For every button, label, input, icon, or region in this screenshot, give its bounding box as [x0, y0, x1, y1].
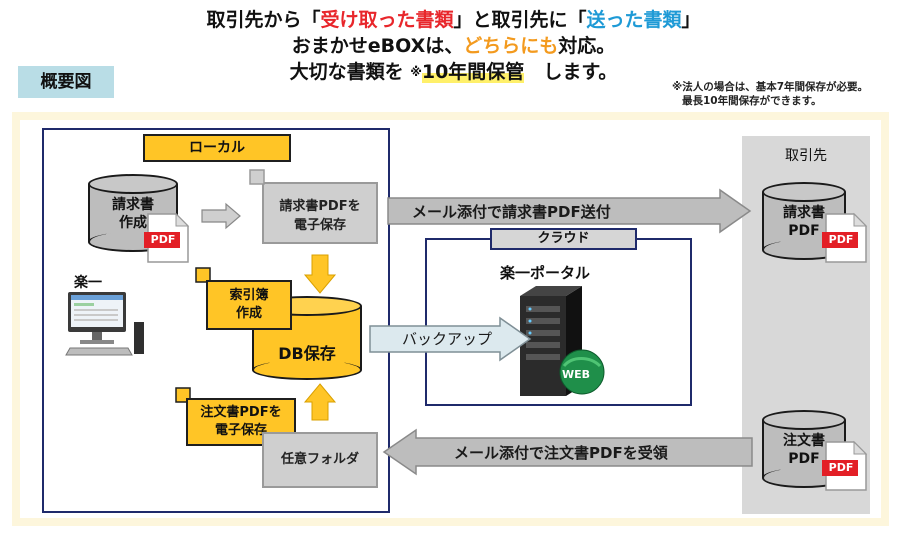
send-arrow	[387, 188, 752, 234]
app-name: 楽一	[74, 275, 102, 291]
server-icon	[520, 286, 605, 396]
headline-2: おまかせeBOXは、どちらにも対応。	[291, 35, 616, 57]
pc-icon	[65, 292, 144, 356]
invoice-pdf-save-box: 請求書PDFを 電子保存	[262, 182, 378, 244]
portal-name: 楽一ポータル	[500, 264, 591, 282]
arrow-to-db	[303, 254, 337, 294]
backup-arrow	[369, 316, 532, 362]
footnote: ※法人の場合は、基本7年間保存が必要。 最長10年間保存ができます。	[672, 81, 869, 107]
headline-3: 大切な書類を ※10年間保管 します。	[289, 61, 618, 83]
corner-tab	[195, 267, 211, 283]
pdf-label: PDF	[150, 233, 176, 246]
pdf-icon	[822, 440, 868, 491]
pdf-icon	[822, 212, 868, 263]
send-arrow-label: メール添付で請求書PDF送付	[412, 203, 611, 221]
arrow-from-folder	[303, 383, 337, 421]
backup-arrow-label: バックアップ	[402, 330, 493, 348]
partner-title: 取引先	[785, 148, 827, 164]
folder-box: 任意フォルダ	[262, 432, 378, 488]
arrow-to-pdf-save	[201, 202, 241, 230]
pdf-label: PDF	[828, 461, 854, 474]
pdf-label: PDF	[828, 233, 854, 246]
cloud-title: クラウド	[490, 228, 637, 250]
corner-tab	[249, 169, 265, 185]
headline-1: 取引先から「受け取った書類」と取引先に「送った書類」	[206, 9, 701, 31]
local-title: ローカル	[143, 134, 291, 162]
section-label: 概要図	[18, 66, 114, 98]
web-badge: WEB	[562, 368, 591, 381]
index-create-tag: 索引簿 作成	[206, 280, 292, 330]
receive-arrow-label: メール添付で注文書PDFを受領	[454, 444, 668, 462]
pdf-icon	[144, 212, 190, 263]
receive-arrow	[382, 428, 753, 476]
